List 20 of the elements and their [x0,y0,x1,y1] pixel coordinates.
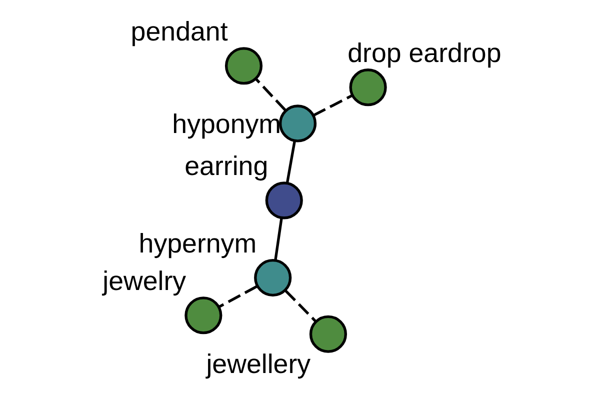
connector [284,290,316,322]
node-label: earring [184,150,268,181]
node-label: pendant [130,16,228,46]
node-label: jewelry [102,266,186,296]
connector [285,140,296,183]
node-circle [348,68,386,106]
node-label: jewellery [206,349,310,380]
connector [312,94,353,117]
node-circle [278,104,316,142]
node-circle [264,182,302,220]
node-label: hypernym [138,228,256,258]
node-circle [224,47,262,85]
connector [274,218,282,260]
connector [218,285,257,308]
node-circle [254,258,292,297]
connector [254,78,286,111]
node-circle [308,315,346,353]
node-label: drop eardrop [347,38,501,68]
node-circle [184,296,222,334]
node-label: hyponym [172,108,281,139]
